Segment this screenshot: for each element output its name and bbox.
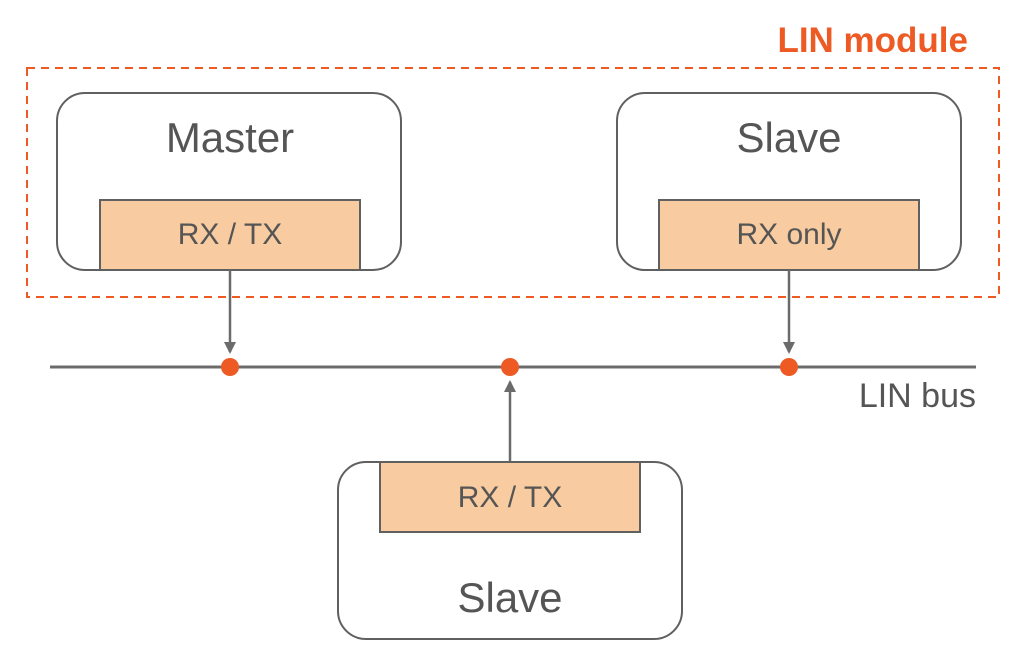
slave-module-port-label: RX only <box>736 218 841 251</box>
lin-module-label: LIN module <box>777 21 968 60</box>
slave-bottom-node-title: Slave <box>457 574 562 621</box>
master-port-label: RX / TX <box>178 218 282 251</box>
master-node-title: Master <box>166 114 294 161</box>
lin-bus-label: LIN bus <box>859 377 976 415</box>
slave-bottom-port-box <box>379 461 641 533</box>
bus-node-dot-slave-module <box>780 358 798 376</box>
bus-node-dot-slave-bottom <box>501 358 519 376</box>
slave-node-module: Slave RX only <box>616 92 962 271</box>
lin-module-boundary <box>26 67 1000 298</box>
slave-module-node-title: Slave <box>736 114 841 161</box>
bus-node-dot-master <box>221 358 239 376</box>
master-node: Master RX / TX <box>56 92 402 271</box>
master-port-box <box>99 199 361 271</box>
slave-bottom-port-label: RX / TX <box>458 481 562 514</box>
slave-module-port-box <box>658 199 920 271</box>
slave-node-bottom: RX / TX Slave <box>337 461 683 640</box>
